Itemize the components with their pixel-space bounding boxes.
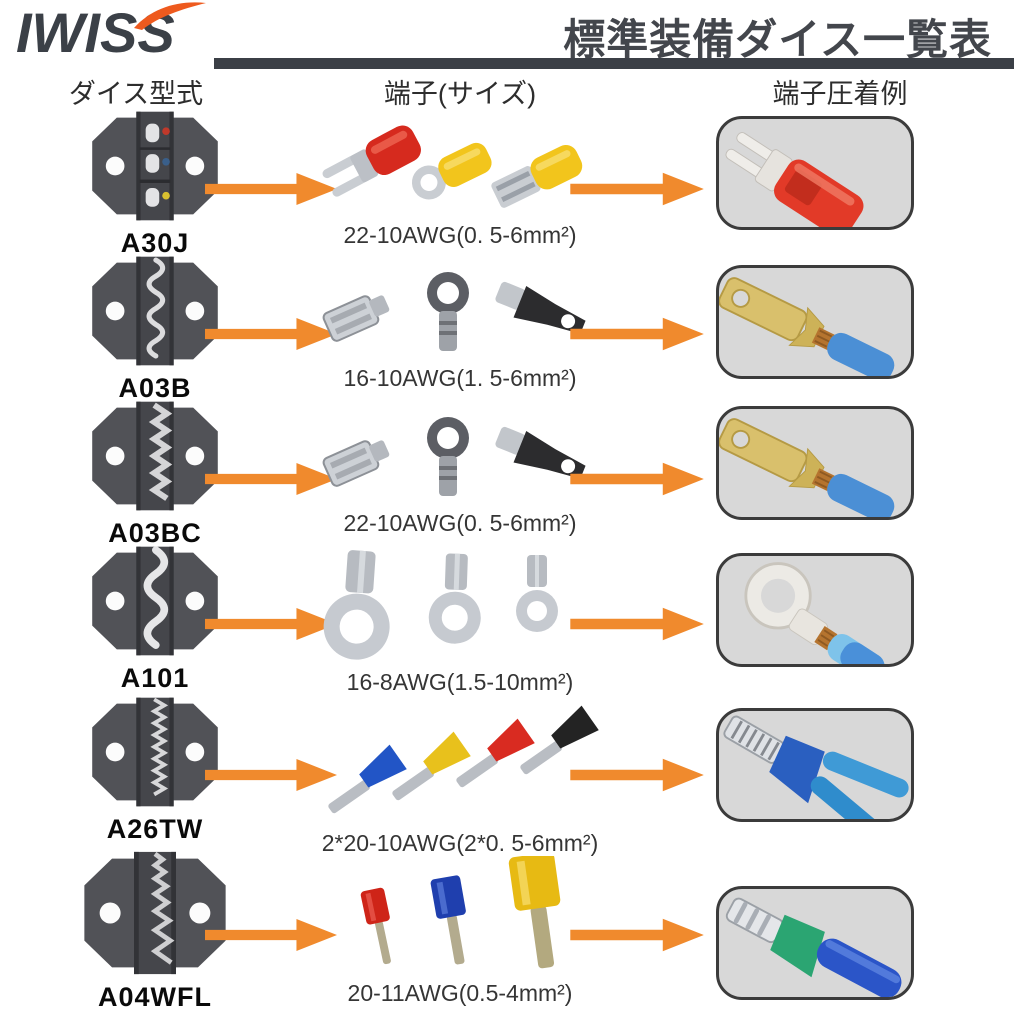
table-row-a03bc: A03BC xyxy=(0,398,1024,548)
logo-swoosh-icon xyxy=(134,2,206,30)
terminal-cell: 20-11AWG(0.5-4mm²) xyxy=(312,856,608,1007)
die-cell: A30J xyxy=(55,110,255,259)
die-cell: A26TW xyxy=(55,696,255,845)
crimp-example-image xyxy=(716,116,914,230)
die-model-label: A03BC xyxy=(108,518,202,548)
terminal-size-label: 22-10AWG(0. 5-6mm²) xyxy=(343,510,577,536)
bare-terminals-image xyxy=(322,272,586,351)
page-title: 標準装備ダイス一覧表 xyxy=(563,16,992,63)
bare-terminals-image xyxy=(322,417,586,496)
table-row-a04wfl: A04WFL 20-11 xyxy=(0,848,1024,1024)
die-cell: A03B xyxy=(55,255,255,404)
crimp-example-image xyxy=(716,708,914,822)
flow-arrow-icon xyxy=(566,754,708,796)
column-header-terminal-size: 端子(サイズ) xyxy=(383,79,537,109)
table-row-a26tw: A26TW xyxy=(0,694,1024,856)
a03b-die-image xyxy=(76,255,234,367)
a26tw-die-image xyxy=(76,696,234,808)
die-model-label: A03B xyxy=(118,373,192,403)
table-row-a03b: A03B xyxy=(0,253,1024,403)
die-model-label: A101 xyxy=(120,663,190,693)
terminal-size-label: 2*20-10AWG(2*0. 5-6mm²) xyxy=(321,830,599,856)
table-row-a30j: A30J xyxy=(0,108,1024,258)
a03bc-die-image xyxy=(76,400,234,512)
a101-die-image xyxy=(76,546,234,657)
terminal-cell: 22-10AWG(0. 5-6mm²) xyxy=(312,120,608,249)
terminal-size-label: 16-10AWG(1. 5-6mm²) xyxy=(343,365,577,391)
die-cell: A04WFL xyxy=(55,850,255,1013)
a04wfl-die-image xyxy=(69,851,241,976)
crimp-example-image xyxy=(716,553,914,667)
terminal-cell: 22-10AWG(0. 5-6mm²) xyxy=(312,412,608,537)
terminal-cell: 16-10AWG(1. 5-6mm²) xyxy=(312,267,608,392)
flow-arrow-icon xyxy=(566,914,708,956)
crimp-example-image xyxy=(716,406,914,520)
die-model-label: A04WFL xyxy=(98,982,212,1012)
insulated-terminals-image xyxy=(322,125,583,208)
terminal-cell: 2*20-10AWG(2*0. 5-6mm²) xyxy=(312,700,608,857)
flow-arrow-icon xyxy=(566,458,708,500)
a30j-die-image xyxy=(76,110,234,222)
crimp-example-image xyxy=(716,886,914,1000)
flow-arrow-icon xyxy=(566,603,708,645)
iwiss-logo-text: IWISS xyxy=(16,1,175,64)
ring-terminals-image xyxy=(323,550,558,660)
title-underline-bar xyxy=(214,58,1014,69)
flow-arrow-icon xyxy=(566,313,708,355)
terminal-size-label: 16-8AWG(1.5-10mm²) xyxy=(346,669,574,695)
die-cell: A101 xyxy=(55,545,255,694)
die-cell: A03BC xyxy=(55,400,255,549)
terminal-size-label: 20-11AWG(0.5-4mm²) xyxy=(347,980,573,1006)
crimp-example-image xyxy=(716,265,914,379)
terminal-cell: 16-8AWG(1.5-10mm²) xyxy=(312,547,608,696)
table-row-a101: A101 xyxy=(0,543,1024,695)
die-model-label: A30J xyxy=(120,228,190,258)
column-header-die-model: ダイス型式 xyxy=(68,79,204,109)
single-ferrules-image xyxy=(360,856,561,969)
iwiss-logo: IWISS xyxy=(16,2,226,66)
flow-arrow-icon xyxy=(566,168,708,210)
terminal-size-label: 22-10AWG(0. 5-6mm²) xyxy=(343,222,577,248)
die-model-label: A26TW xyxy=(106,814,204,844)
column-header-crimp-example: 端子圧着例 xyxy=(772,79,908,109)
twin-ferrules-image xyxy=(328,705,599,814)
